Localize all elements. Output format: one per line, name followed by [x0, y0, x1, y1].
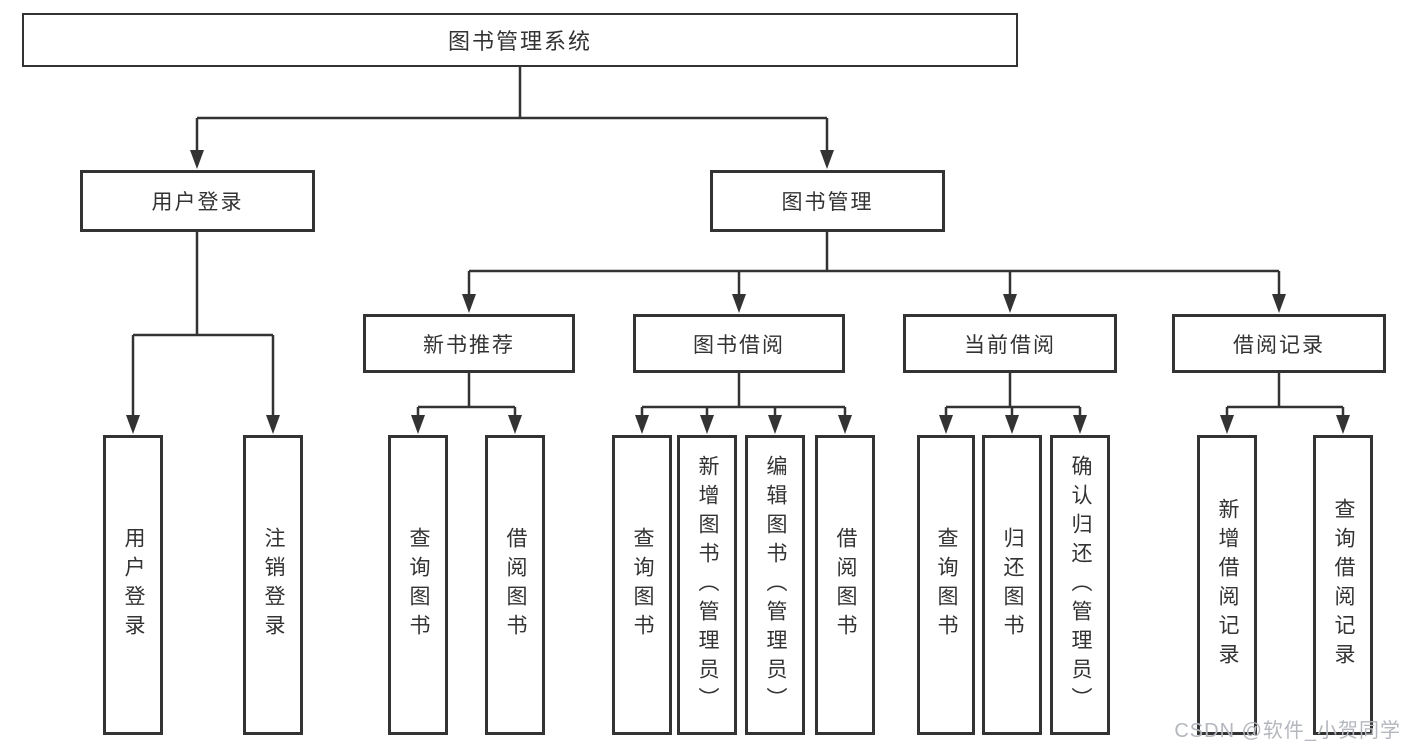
node-book-management: 图书管理: [710, 170, 945, 232]
node-query-borrow-record: 查询借阅记录: [1313, 435, 1373, 735]
node-confirm-return-admin: 确认归还（管理员）: [1050, 435, 1110, 735]
node-edit-books-admin: 编辑图书（管理员）: [745, 435, 805, 735]
node-new-book-recommend: 新书推荐: [363, 314, 575, 373]
node-user-login-leaf: 用户登录: [103, 435, 163, 735]
node-borrow-books-newrec: 借阅图书: [485, 435, 545, 735]
node-return-books: 归还图书: [982, 435, 1042, 735]
node-borrowing-records: 借阅记录: [1172, 314, 1386, 373]
node-book-borrowing: 图书借阅: [633, 314, 845, 373]
connector-new-book-recommend: [416, 372, 517, 418]
connector-user-login: [131, 231, 275, 417]
connector-book-borrowing: [640, 372, 847, 418]
node-user-login: 用户登录: [80, 170, 315, 232]
connector-book-management: [467, 231, 1281, 298]
node-borrow-books-borrow: 借阅图书: [815, 435, 875, 735]
watermark: CSDN @软件_小贺同学: [1174, 720, 1401, 742]
node-query-books-newrec: 查询图书: [388, 435, 448, 735]
node-query-books-current: 查询图书: [917, 435, 975, 735]
connector-root: [195, 67, 829, 152]
node-logout: 注销登录: [243, 435, 303, 735]
connector-current-borrowing: [944, 372, 1082, 418]
node-current-borrowing: 当前借阅: [903, 314, 1117, 373]
node-add-books-admin: 新增图书（管理员）: [677, 435, 737, 735]
node-add-borrow-record: 新增借阅记录: [1197, 435, 1257, 735]
connector-borrowing-records: [1225, 372, 1345, 418]
node-query-books-borrow: 查询图书: [612, 435, 672, 735]
node-book-management-system: 图书管理系统: [22, 13, 1018, 67]
